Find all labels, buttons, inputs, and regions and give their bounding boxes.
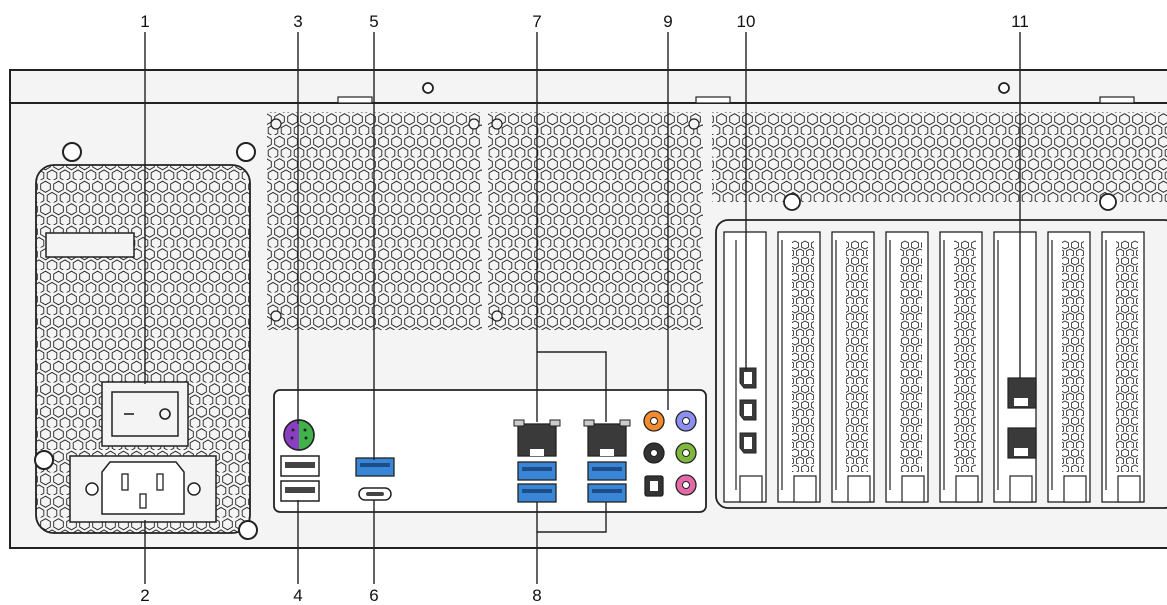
screw-hole — [998, 82, 1010, 94]
slot-bracket — [777, 231, 821, 503]
power-switch — [111, 391, 179, 437]
usb3-ports-stack — [517, 461, 627, 503]
callout-3: 3 — [293, 12, 302, 31]
callout-8: 8 — [532, 586, 541, 605]
usb3-port-single — [355, 457, 395, 477]
callout-5: 5 — [369, 12, 378, 31]
callout-labels: 1 2 3 4 5 6 7 8 9 10 11 — [140, 12, 1029, 605]
io-panel — [273, 389, 707, 513]
callout-11: 11 — [1011, 12, 1029, 31]
screw-hole — [422, 82, 434, 94]
usb2-ports — [280, 455, 320, 502]
network-card-ports — [1007, 377, 1037, 459]
screw-hole — [236, 142, 256, 162]
slot-bracket — [1101, 231, 1145, 503]
callout-9: 9 — [663, 12, 672, 31]
screw-hole — [62, 142, 82, 162]
slot-bracket — [939, 231, 983, 503]
lan-port-1 — [513, 419, 561, 457]
slot-bracket — [885, 231, 929, 503]
slot-bracket — [723, 231, 767, 503]
ventilation-grilles — [267, 112, 1167, 330]
slot-bracket — [1047, 231, 1091, 503]
screw-hole — [34, 450, 54, 470]
callout-leader-lines — [144, 32, 1021, 584]
screw-hole — [238, 520, 258, 540]
usb-c-port — [358, 487, 392, 501]
power-supply-unit — [34, 142, 258, 540]
ps2-port — [283, 419, 315, 451]
lan-port-2 — [583, 419, 631, 457]
callout-1: 1 — [140, 12, 149, 31]
screw-hole — [1099, 193, 1117, 211]
callout-6: 6 — [369, 586, 378, 605]
callout-7: 7 — [532, 12, 541, 31]
callout-10: 10 — [737, 12, 756, 31]
callout-2: 2 — [140, 586, 149, 605]
callout-4: 4 — [293, 586, 302, 605]
slot-bracket — [993, 231, 1037, 503]
expansion-slots — [715, 193, 1167, 509]
slot-bracket — [831, 231, 875, 503]
screw-hole — [783, 193, 801, 211]
audio-jacks — [643, 410, 697, 497]
display-ports — [739, 367, 757, 454]
